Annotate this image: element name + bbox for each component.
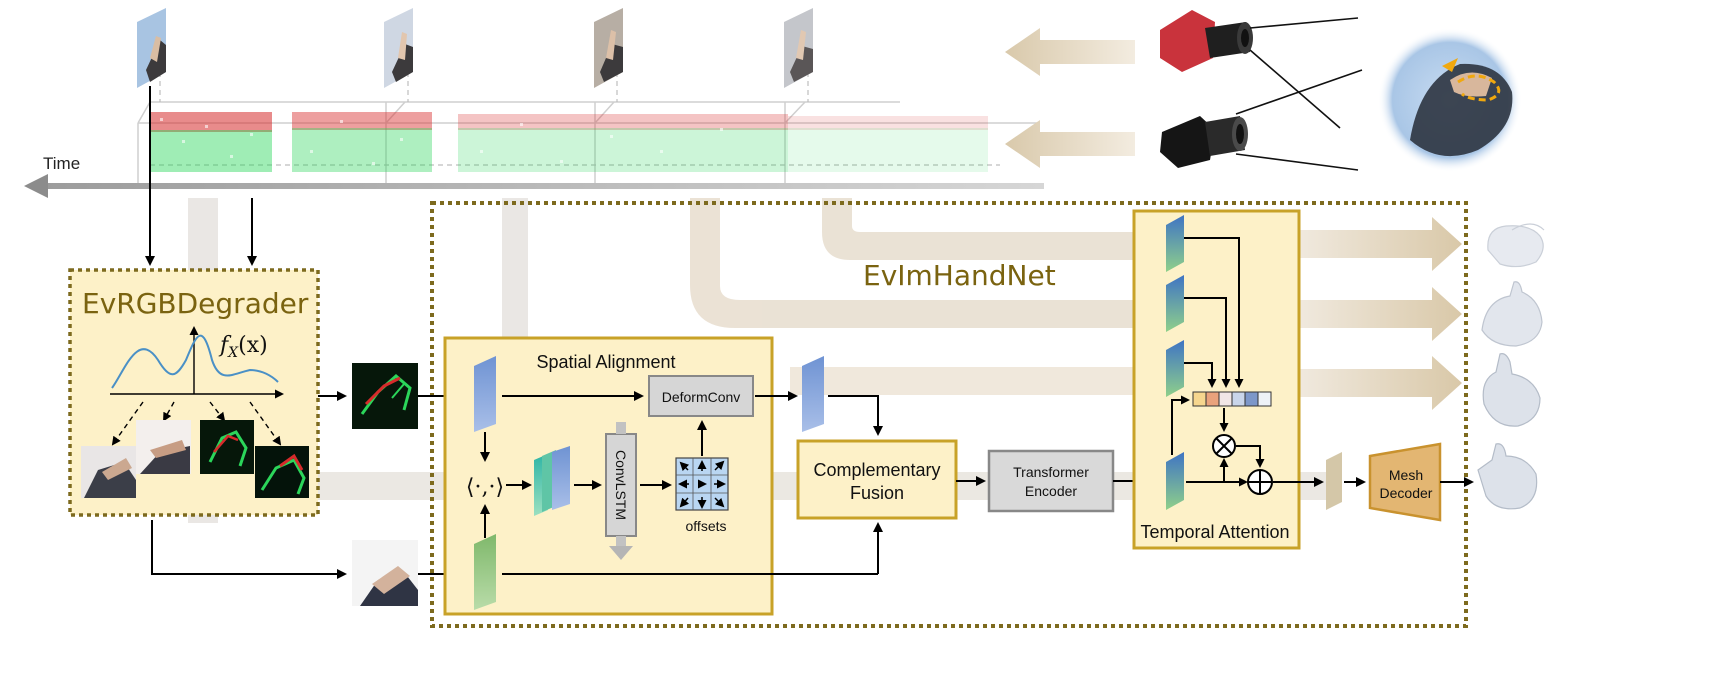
svg-text:Encoder: Encoder	[1025, 483, 1077, 499]
complementary-fusion-module: Complementary Fusion	[796, 439, 958, 520]
rgb-input-frame	[352, 540, 418, 606]
svg-text:ConvLSTM: ConvLSTM	[613, 450, 629, 520]
temporal-feature-1	[1166, 215, 1184, 272]
svg-text:Mesh: Mesh	[1389, 467, 1423, 483]
transformer-encoder-module: Transformer Encoder	[987, 449, 1115, 513]
rgb-feature-map	[474, 534, 496, 610]
spatial-alignment-module: Spatial Alignment ⟨·,·⟩ ConvLSTM	[443, 336, 883, 616]
svg-text:Temporal Attention: Temporal Attention	[1140, 522, 1289, 542]
spatial-alignment-title: Spatial Alignment	[536, 352, 675, 372]
scene-hand-image	[1378, 28, 1522, 172]
rotation-arrow-icon	[1457, 74, 1501, 102]
camera-arrow-bottom	[1005, 120, 1135, 168]
temporal-attention-module: Temporal Attention	[1132, 209, 1324, 550]
time-axis	[42, 183, 1044, 189]
correlation-feature-stack	[534, 446, 570, 516]
add-op	[1247, 469, 1273, 495]
correlation-op: ⟨·,·⟩	[466, 475, 504, 500]
multiply-op	[1212, 434, 1236, 458]
pre-decoder-feature	[1326, 452, 1342, 510]
degraded-sample-rgb-1	[81, 446, 136, 498]
convlstm-block: ConvLSTM	[605, 422, 637, 560]
temporal-feature-current	[1166, 452, 1184, 510]
event-timeline: Time	[24, 8, 1044, 198]
hand-mesh-4	[1477, 443, 1538, 510]
output-arrows	[1300, 217, 1462, 410]
svg-text:Transformer: Transformer	[1013, 464, 1089, 480]
degrader-title: EvRGBDegrader	[82, 287, 309, 320]
svg-text:DeformConv: DeformConv	[662, 389, 741, 405]
hand-mesh-1	[1487, 223, 1545, 268]
svg-text:Decoder: Decoder	[1380, 485, 1433, 501]
degraded-sample-event-1	[200, 420, 254, 474]
degraded-sample-rgb-2	[136, 420, 191, 474]
offsets-grid: offsets	[675, 457, 729, 534]
output-hand-meshes	[1477, 223, 1545, 510]
hand-mesh-3	[1482, 353, 1541, 427]
temporal-feature-2	[1166, 275, 1184, 332]
time-label: Time	[43, 154, 80, 173]
event-input-frame	[352, 363, 418, 429]
event-cloud-2	[292, 112, 432, 172]
formula-label: fX(x)	[218, 333, 268, 361]
distribution-curve	[111, 334, 279, 389]
evimhandnet-title: EvImHandNet	[863, 259, 1056, 292]
degraded-sample-event-2	[255, 446, 309, 498]
capture-setup	[1005, 10, 1522, 172]
temporal-feature-3	[1166, 340, 1184, 397]
rgb-camera-icon	[1160, 10, 1253, 72]
svg-text:Complementary: Complementary	[813, 460, 940, 480]
event-cloud-4	[788, 116, 988, 172]
deformconv-block: DeformConv	[648, 375, 754, 417]
rgb-frame-1	[137, 8, 166, 88]
attention-weights	[1192, 391, 1272, 407]
aligned-event-feature	[802, 356, 824, 432]
flow-bands	[188, 198, 1340, 523]
svg-text:Fusion: Fusion	[850, 483, 904, 503]
svg-text:offsets: offsets	[686, 518, 727, 534]
event-feature-map	[474, 356, 496, 432]
camera-arrow-top	[1005, 28, 1135, 76]
event-cloud-1	[150, 112, 272, 172]
evrgbdegrader-module: EvRGBDegrader fX(x)	[68, 268, 320, 517]
mesh-decoder-module: Mesh Decoder	[1368, 442, 1442, 522]
event-cloud-3	[458, 114, 788, 172]
rgb-frame-3	[594, 8, 623, 88]
hand-mesh-2	[1481, 281, 1543, 347]
rgb-frame-2	[384, 8, 413, 88]
rgb-frame-4	[784, 8, 813, 88]
event-camera-icon	[1160, 116, 1248, 168]
